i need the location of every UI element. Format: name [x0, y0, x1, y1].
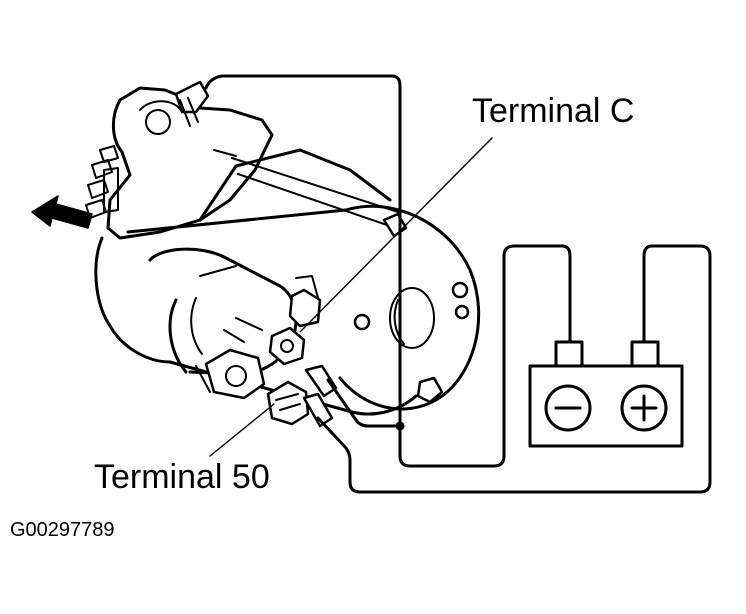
battery-icon [528, 340, 684, 448]
wiring [204, 74, 712, 494]
terminal-50-label: Terminal 50 [94, 458, 270, 496]
terminal-c-post [268, 275, 322, 366]
positive-terminal-icon [620, 384, 668, 432]
wire-ground [204, 74, 402, 426]
figure-id-label: G00297789 [10, 519, 115, 541]
starter-motor-illustration [85, 80, 481, 428]
terminal-50-connector [266, 364, 338, 428]
negative-terminal-icon [544, 384, 592, 432]
direction-arrow-icon [31, 195, 93, 229]
wire-terminal-c [326, 378, 402, 428]
wire-terminal-50 [316, 244, 712, 494]
terminal-c-leader [299, 137, 493, 333]
terminal-c-label: Terminal C [472, 92, 634, 130]
pinion-gear [85, 145, 119, 219]
wire-to-negative [398, 244, 572, 468]
terminal-50-leader [209, 403, 275, 457]
wire-junction [395, 421, 405, 431]
